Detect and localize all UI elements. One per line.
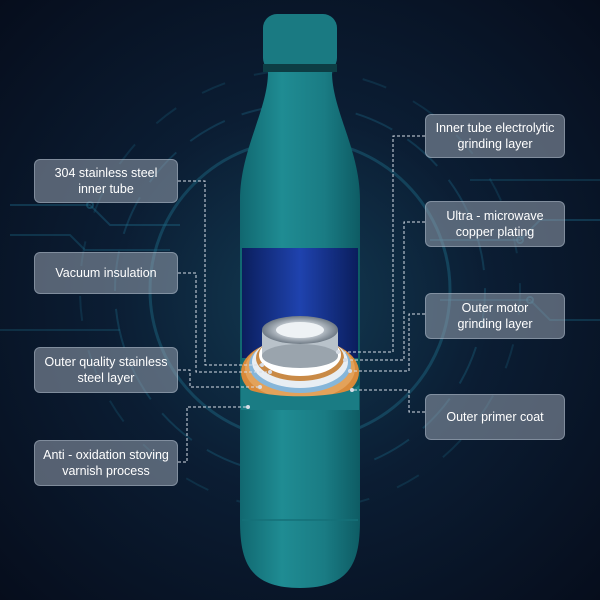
layer-rings [241,316,359,406]
label-outer-steel-layer: Outer quality stainless steel layer [34,347,178,393]
label-electrolytic-grinding: Inner tube electrolytic grinding layer [425,114,565,158]
label-motor-grinding: Outer motor grinding layer [425,293,565,339]
label-line: inner tube [78,182,134,196]
label-line: grinding layer [457,137,533,151]
label-inner-tube: 304 stainless steel inner tube [34,159,178,203]
label-copper-plating: Ultra - microwave copper plating [425,201,565,247]
label-line: Inner tube electrolytic [435,121,555,135]
label-line: Outer quality stainless [44,355,168,369]
label-stoving-varnish: Anti - oxidation stoving varnish process [34,440,178,486]
label-line: 304 stainless steel [54,166,158,180]
label-primer-coat: Outer primer coat [425,394,565,440]
label-line: Outer motor [461,301,529,315]
label-line: varnish process [62,464,150,478]
bottle-cap [263,14,337,72]
label-vacuum-insulation: Vacuum insulation [34,252,178,294]
label-line: Anti - oxidation stoving [43,448,169,462]
label-line: grinding layer [457,317,533,331]
label-line: copper plating [455,225,535,239]
label-line: Outer primer coat [446,410,544,424]
label-line: Ultra - microwave [446,209,544,223]
label-line: steel layer [77,371,135,385]
label-line: Vacuum insulation [55,266,157,280]
